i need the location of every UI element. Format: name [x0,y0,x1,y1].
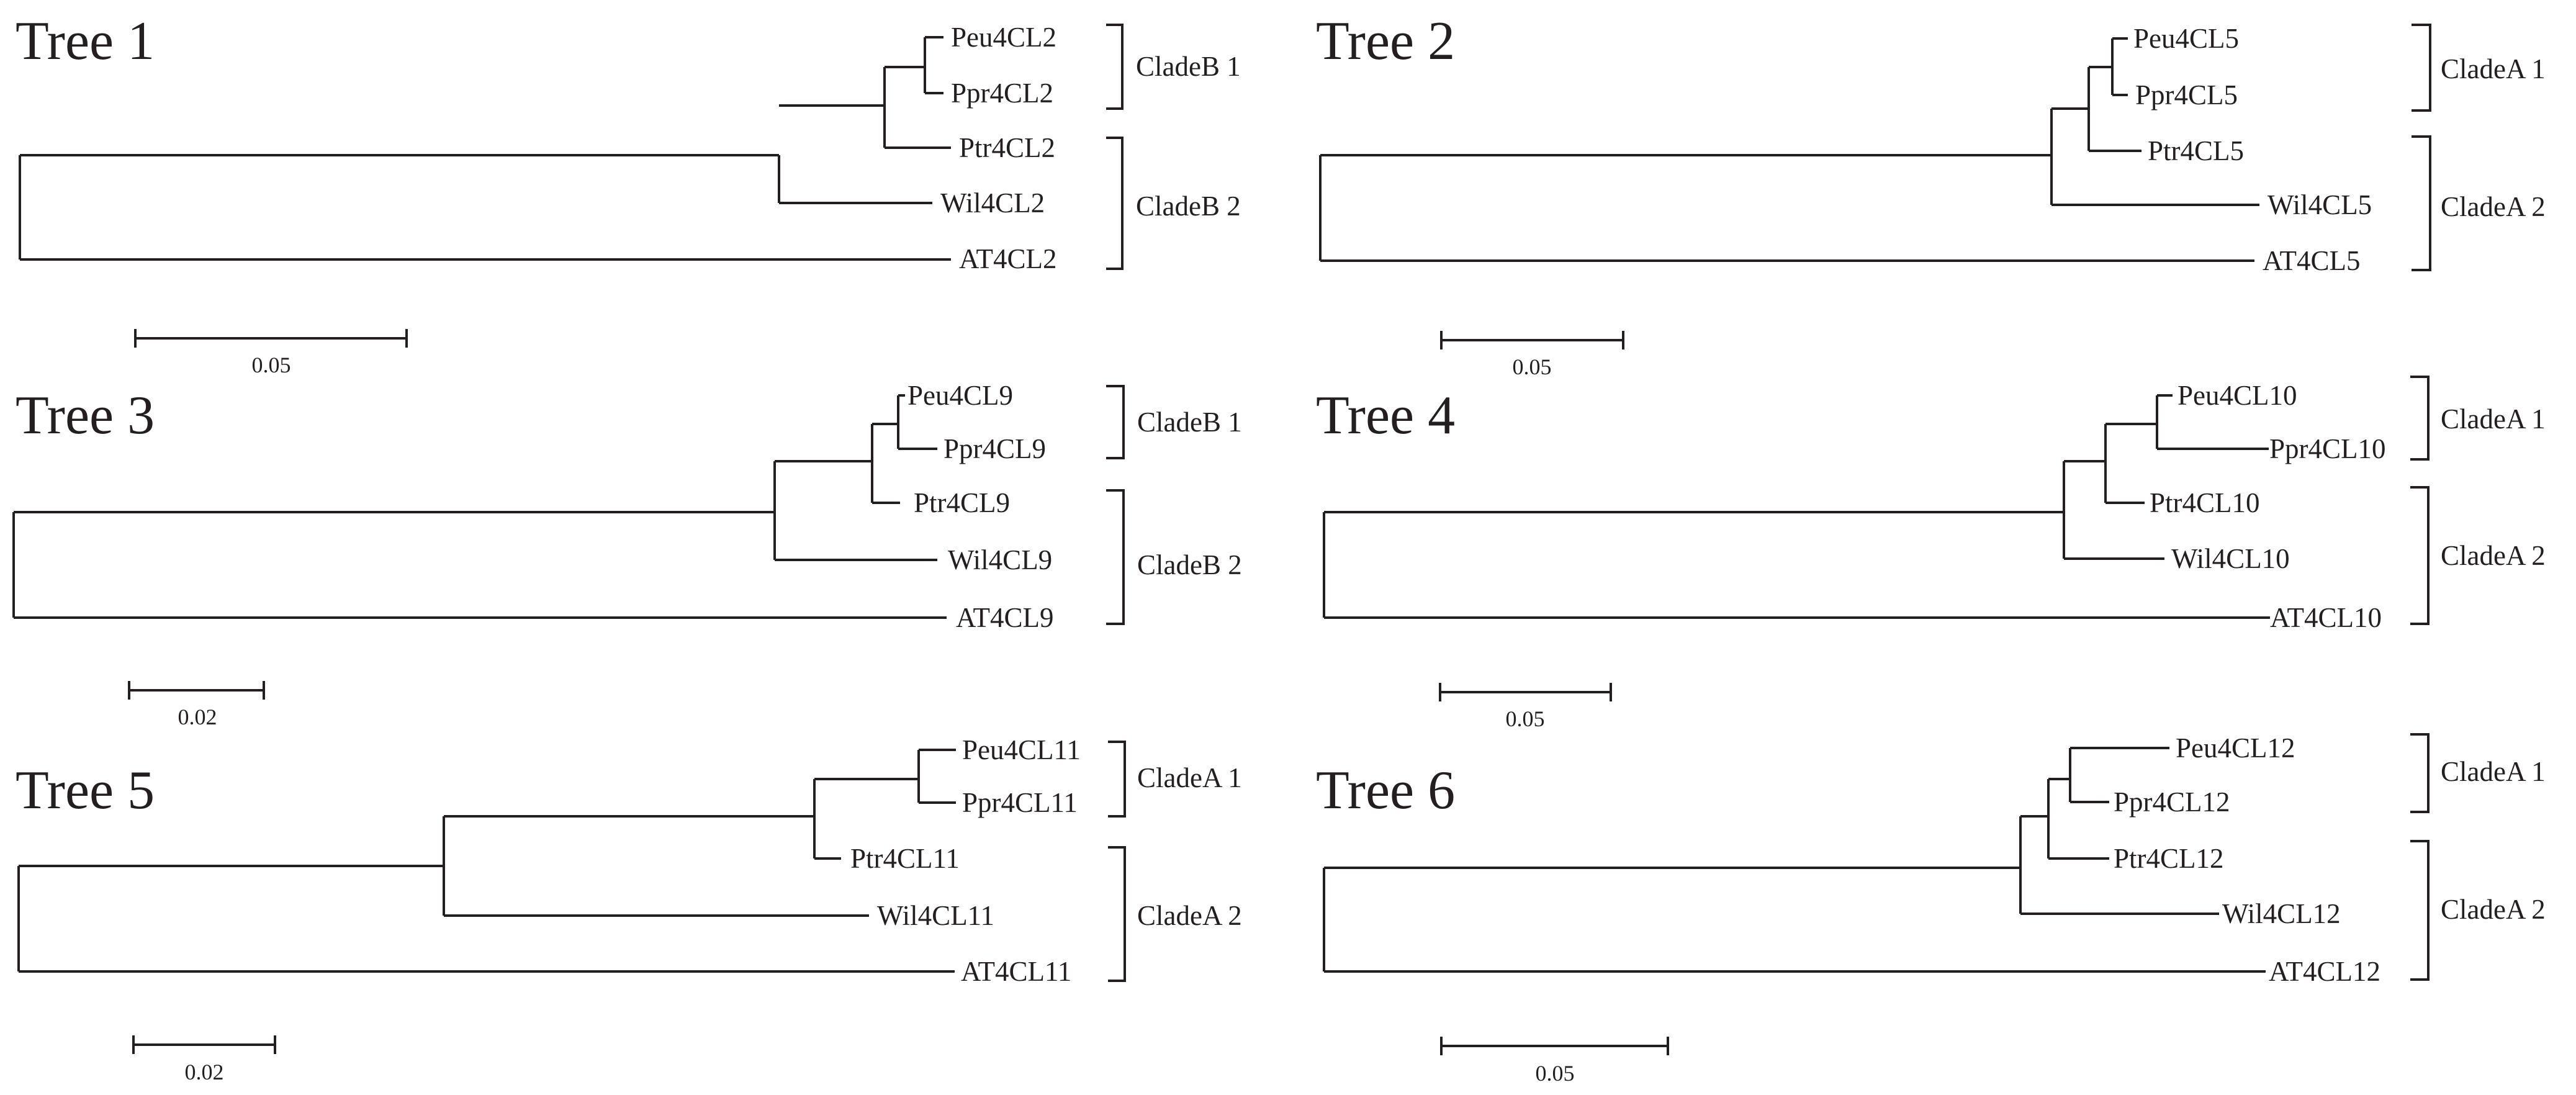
clade-bracket [2410,486,2430,625]
clade-label: CladeB 1 [1136,51,1241,82]
clade-bracket [1108,741,1126,818]
leaf-label: Ptr4CL2 [959,132,1055,163]
tree-branches [1323,747,2266,973]
leaf-label: Peu4CL2 [951,22,1056,53]
scale-bar: 0.05 [1440,1037,1669,1086]
leaf-label: Ppr4CL5 [2135,79,2238,110]
leaf-label: Ppr4CL11 [962,787,1078,818]
leaf-labels: Peu4CL9 Ppr4CL9 Ptr4CL9 Wil4CL9 AT4CL9 [907,380,1054,633]
clade-bracket [1106,137,1124,270]
clade-bracket [2410,840,2430,981]
clade-bracket [1106,385,1125,459]
scale-bar: 0.05 [1439,683,1612,731]
clade-bracket [2412,24,2431,112]
scale-bar-label: 0.05 [252,353,291,377]
tree-title: Tree 5 [16,760,155,821]
leaf-label: Ptr4CL12 [2114,843,2224,874]
leaf-label: Peu4CL12 [2176,732,2295,764]
scale-bar-label: 0.05 [1506,706,1545,731]
scale-bar: 0.02 [132,1035,276,1084]
leaf-labels: Peu4CL12 Ppr4CL12 Ptr4CL12 Wil4CL12 AT4C… [2114,732,2380,987]
tree-2: Tree 2 Peu4CL5 Ppr4CL5 Ptr4CL5 Wil4CL5 A… [1316,11,2546,379]
clade-label: CladeA 2 [2441,894,2546,925]
scale-bar-line [1439,683,1612,701]
clade-bracket [2410,733,2430,813]
tree-branches [1323,394,2270,619]
leaf-labels: Peu4CL5 Ppr4CL5 Ptr4CL5 Wil4CL5 AT4CL5 [2133,23,2372,276]
leaf-label: AT4CL9 [956,602,1054,633]
leaf-label: Peu4CL10 [2177,380,2297,411]
tree-branches [1319,37,2259,262]
leaf-label: AT4CL11 [961,956,1071,987]
clade-label: CladeB 2 [1137,549,1242,580]
clade-label: CladeA 2 [1137,900,1242,931]
clade-bracket [2410,376,2430,461]
leaf-label: Wil4CL10 [2171,543,2290,574]
scale-bar-line [1440,1037,1669,1055]
tree-4: Tree 4 Peu4CL10 Ppr4CL10 Ptr4CL10 Wil4CL… [1316,376,2546,731]
leaf-label: Peu4CL9 [907,380,1013,411]
tree-5: Tree 5 Peu4CL11 Ppr4CL11 Ptr4CL11 Wil4CL… [16,734,1242,1084]
clade-bracket [2412,135,2431,271]
clade-bracket [1108,846,1126,982]
leaf-label: AT4CL10 [2270,602,2382,633]
leaf-label: Wil4CL2 [940,187,1045,219]
leaf-labels: Peu4CL2 Ppr4CL2 Ptr4CL2 Wil4CL2 AT4CL2 [940,22,1057,274]
tree-3: Tree 3 Peu4CL9 Ppr4CL9 Ptr4CL9 Wil4CL9 A… [12,380,1242,729]
tree-title: Tree 6 [1316,760,1455,821]
leaf-label: Ptr4CL10 [2150,487,2260,518]
leaf-label: Wil4CL12 [2222,898,2341,929]
scale-bar: 0.02 [128,681,265,729]
tree-title: Tree 4 [1316,385,1455,446]
leaf-label: Ptr4CL9 [914,487,1010,518]
tree-branches [19,36,951,261]
clade-label: CladeA 2 [2441,540,2546,571]
scale-bar: 0.05 [1440,331,1624,379]
leaf-label: Wil4CL5 [2268,189,2372,220]
leaf-label: Ppr4CL10 [2269,433,2386,464]
clade-label: CladeB 1 [1137,407,1242,438]
clade-bracket [1106,489,1125,625]
tree-1: Tree 1 Peu4CL2 Ppr4CL2 Ptr4CL2 Wil4CL2 A… [16,11,1241,377]
leaf-label: AT4CL12 [2269,956,2380,987]
clade-label: CladeA 1 [2441,403,2546,435]
scale-bar-label: 0.05 [1513,354,1552,379]
leaf-label: Wil4CL11 [877,900,994,931]
leaf-label: Peu4CL5 [2133,23,2239,54]
leaf-label: Wil4CL9 [948,544,1052,575]
scale-bar-line [134,329,408,348]
tree-title: Tree 1 [16,11,155,71]
tree-6: Tree 6 Peu4CL12 Ppr4CL12 Ptr4CL12 Wil4CL… [1316,732,2546,1086]
leaf-label: Ptr4CL11 [850,843,960,874]
clade-label: CladeA 1 [2441,53,2546,84]
scale-bar-line [1440,331,1624,349]
leaf-label: Ppr4CL12 [2114,786,2230,818]
scale-bar-line [132,1035,276,1054]
clade-label: CladeA 1 [2441,756,2546,787]
leaf-label: Ppr4CL9 [943,433,1046,464]
scale-bar-label: 0.02 [185,1060,224,1084]
leaf-label: Peu4CL11 [962,734,1081,765]
scale-bar: 0.05 [134,329,408,377]
leaf-label: Ppr4CL2 [951,78,1053,109]
clade-label: CladeA 2 [2441,191,2546,222]
tree-title: Tree 2 [1316,11,1455,71]
tree-branches [17,749,956,973]
leaf-labels: Peu4CL10 Ppr4CL10 Ptr4CL10 Wil4CL10 AT4C… [2150,380,2386,633]
leaf-label: AT4CL5 [2263,245,2361,276]
clade-bracket [1106,24,1124,110]
scale-bar-label: 0.05 [1536,1061,1575,1086]
tree-branches [12,394,947,619]
scale-bar-label: 0.02 [178,705,217,729]
scale-bar-line [128,681,265,700]
clade-label: CladeB 2 [1136,191,1241,222]
leaf-labels: Peu4CL11 Ppr4CL11 Ptr4CL11 Wil4CL11 AT4C… [850,734,1081,987]
clade-label: CladeA 1 [1137,762,1242,793]
leaf-label: AT4CL2 [959,243,1057,274]
leaf-label: Ptr4CL5 [2148,135,2244,166]
tree-title: Tree 3 [16,385,155,446]
